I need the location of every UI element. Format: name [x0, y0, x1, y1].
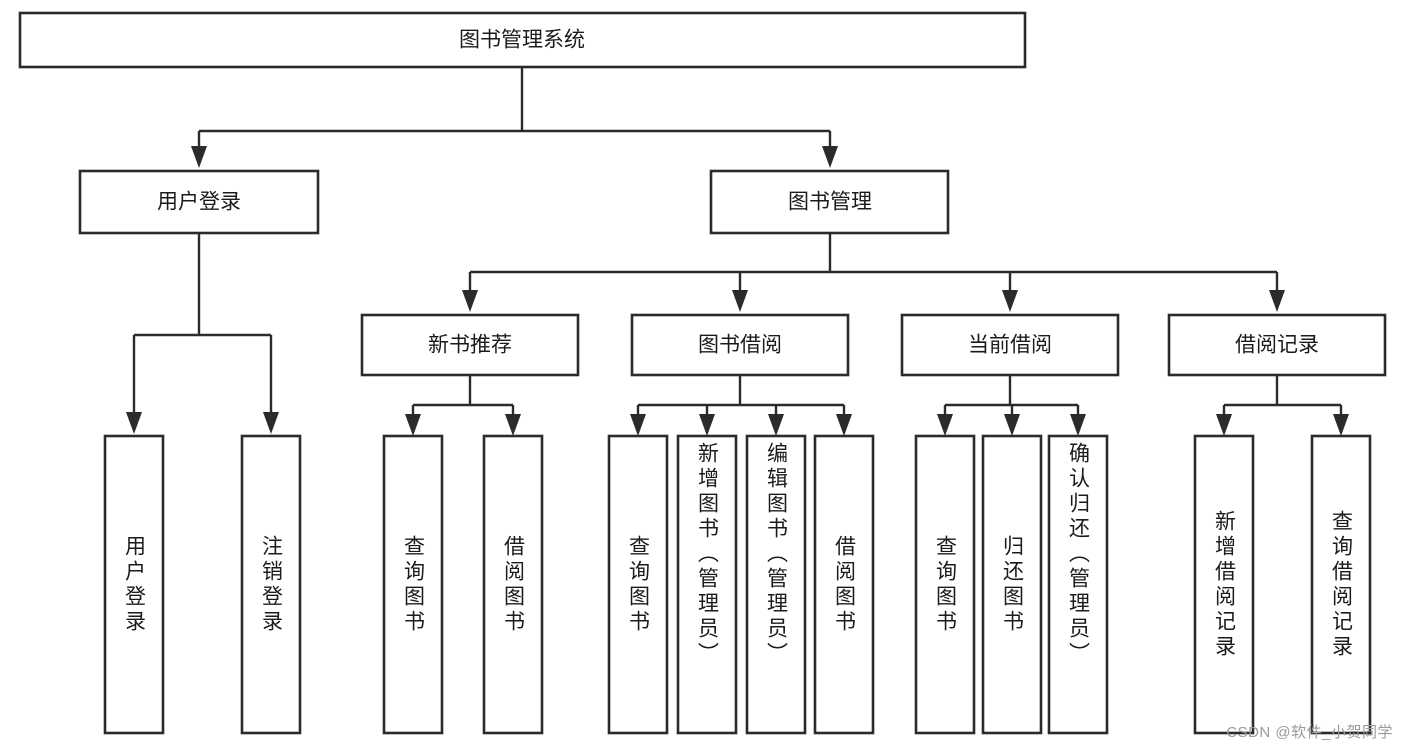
- arrow-head-icon: [630, 414, 646, 436]
- arrow-head-icon: [1004, 414, 1020, 436]
- node-root-box[interactable]: [18, 11, 1027, 69]
- leaf-box-confirm-return-admin[interactable]: [1047, 434, 1109, 735]
- arrow-head-icon: [937, 414, 953, 436]
- leaf-box-add-book-admin[interactable]: [676, 434, 738, 735]
- node-book-management-label: 图书管理: [788, 191, 872, 214]
- leaf-box-query-book-2[interactable]: [607, 434, 669, 735]
- arrow-head-icon: [191, 146, 207, 168]
- arrow-head-icon: [263, 412, 279, 434]
- arrow-head-icon: [405, 414, 421, 436]
- node-root-label: 图书管理系统: [459, 29, 585, 52]
- leaf-box-edit-book-admin[interactable]: [745, 434, 807, 735]
- connector-current-borrow-to-leaves: [937, 375, 1086, 436]
- connector-user-login-to-leaves: [126, 233, 279, 434]
- node-book-management[interactable]: 图书管理: [709, 169, 950, 235]
- connector-new-book-recommend-to-leaves: [405, 375, 521, 436]
- leaf-box-borrow-book-1[interactable]: [482, 434, 544, 735]
- arrow-head-icon: [505, 414, 521, 436]
- connector-borrow-record-to-leaves: [1216, 375, 1349, 436]
- arrow-head-icon: [1269, 290, 1285, 312]
- node-root[interactable]: 图书管理系统: [18, 11, 1027, 69]
- node-borrow-record-label: 借阅记录: [1235, 334, 1319, 357]
- node-current-borrow-box[interactable]: [900, 313, 1120, 377]
- arrow-head-icon: [1070, 414, 1086, 436]
- leaf-box-query-book-1[interactable]: [382, 434, 444, 735]
- node-borrow-record[interactable]: 借阅记录: [1167, 313, 1387, 377]
- leaf-box-query-book-3[interactable]: [914, 434, 976, 735]
- arrow-head-icon: [1216, 414, 1232, 436]
- node-user-login-box[interactable]: [78, 169, 320, 235]
- connector-book-borrow-to-leaves: [630, 375, 852, 436]
- arrow-head-icon: [836, 414, 852, 436]
- watermark-text: CSDN @软件_小贺同学: [1226, 724, 1393, 741]
- arrow-head-icon: [462, 290, 478, 312]
- node-new-book-recommend-box[interactable]: [360, 313, 580, 377]
- arrow-head-icon: [822, 146, 838, 168]
- leaf-box-user-login[interactable]: [103, 434, 165, 735]
- leaf-box-logout[interactable]: [240, 434, 302, 735]
- node-book-borrow-label: 图书借阅: [698, 334, 782, 357]
- arrow-head-icon: [732, 290, 748, 312]
- arrow-head-icon: [699, 414, 715, 436]
- node-user-login-label: 用户登录: [157, 191, 241, 214]
- node-current-borrow-label: 当前借阅: [968, 334, 1052, 357]
- arrow-head-icon: [1002, 290, 1018, 312]
- leaf-box-return-book[interactable]: [981, 434, 1043, 735]
- leaf-box-query-borrow-record[interactable]: [1310, 434, 1372, 735]
- node-new-book-recommend-label: 新书推荐: [428, 334, 512, 357]
- arrow-head-icon: [768, 414, 784, 436]
- leaf-box-borrow-book-2[interactable]: [813, 434, 875, 735]
- node-book-borrow[interactable]: 图书借阅: [630, 313, 850, 377]
- connector-book-management-to-level3: [462, 233, 1285, 312]
- node-user-login[interactable]: 用户登录: [78, 169, 320, 235]
- leaf-box-add-borrow-record[interactable]: [1193, 434, 1255, 735]
- connector-root-to-level2: [191, 67, 838, 168]
- arrow-head-icon: [126, 412, 142, 434]
- arrow-head-icon: [1333, 414, 1349, 436]
- node-current-borrow[interactable]: 当前借阅: [900, 313, 1120, 377]
- node-new-book-recommend[interactable]: 新书推荐: [360, 313, 580, 377]
